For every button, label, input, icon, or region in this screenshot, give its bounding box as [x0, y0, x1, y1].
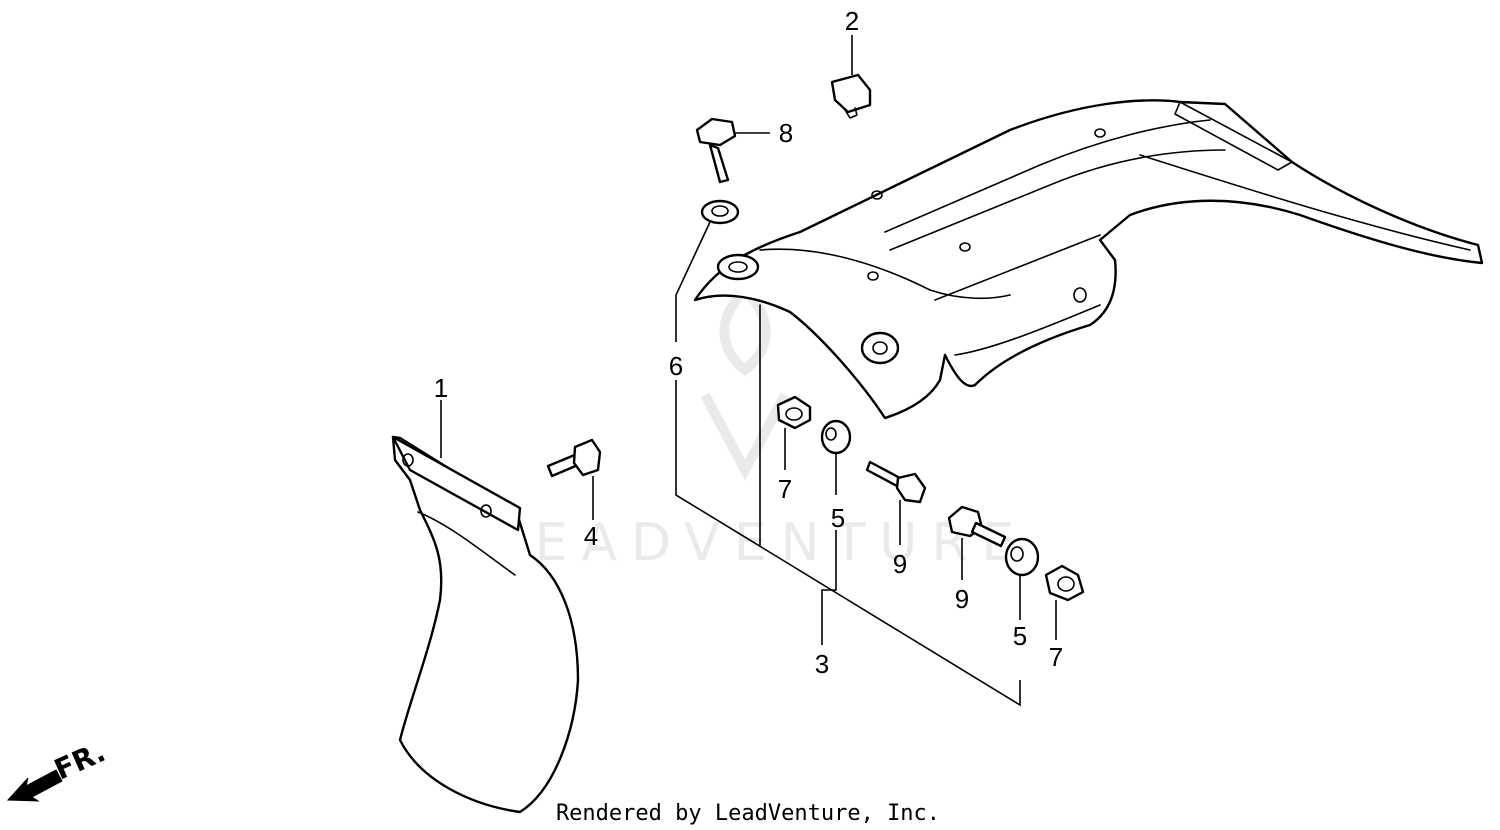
washer-5-upper[interactable]	[820, 419, 852, 455]
bolt-8[interactable]	[695, 117, 737, 184]
callout-3[interactable]: 3	[815, 649, 829, 679]
callout-7-upper[interactable]: 7	[778, 474, 792, 504]
callout-1[interactable]: 1	[434, 373, 448, 403]
collar-nut-7-upper[interactable]	[776, 395, 812, 430]
bolt-9-upper[interactable]	[865, 460, 927, 504]
callout-5-lower[interactable]: 5	[1013, 621, 1027, 651]
callouts: 1 2 3 4 5 5 6 7 7 8 9 9	[434, 6, 1063, 679]
clip[interactable]	[830, 73, 872, 119]
callout-9-lower[interactable]: 9	[955, 584, 969, 614]
callout-7-lower[interactable]: 7	[1049, 642, 1063, 672]
rear-fender[interactable]	[693, 99, 1484, 546]
watermark-text: LEADVENTURE	[492, 513, 1029, 573]
mud-flap[interactable]	[391, 435, 580, 814]
watermark-logo	[700, 282, 790, 481]
washer-5-lower[interactable]	[1004, 537, 1040, 577]
watermark: LEADVENTURE	[492, 282, 1029, 573]
callout-5-upper[interactable]: 5	[831, 503, 845, 533]
grommet[interactable]	[700, 199, 740, 225]
callout-4[interactable]: 4	[584, 521, 598, 551]
callout-8[interactable]: 8	[779, 118, 793, 148]
bolt-9-lower[interactable]	[947, 505, 1007, 548]
callout-6[interactable]: 6	[669, 351, 683, 381]
front-label: FR.	[49, 735, 110, 786]
collar-nut-7-lower[interactable]	[1044, 564, 1085, 602]
screw-4[interactable]	[546, 438, 602, 478]
callout-2[interactable]: 2	[845, 6, 859, 36]
front-direction-indicator: FR.	[6, 735, 110, 802]
leader-lines	[440, 35, 1057, 707]
callout-9-upper[interactable]: 9	[893, 549, 907, 579]
credit-text: Rendered by LeadVenture, Inc.	[556, 801, 940, 826]
front-arrow-icon	[6, 769, 63, 802]
